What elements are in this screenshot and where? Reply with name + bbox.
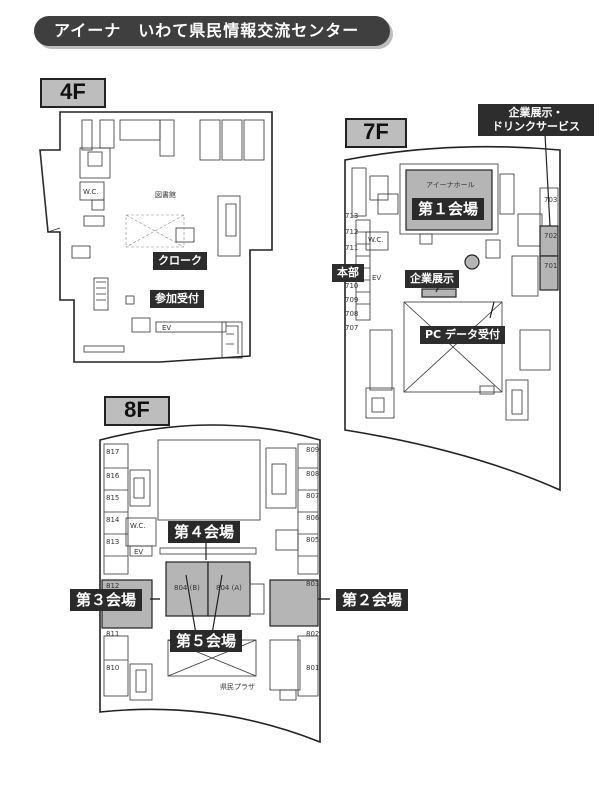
room-809: 809 [306,446,320,454]
room-710: 710 [345,282,359,290]
room-802: 802 [306,630,320,638]
floor-8f-plan [99,424,321,744]
exhibit-tag: 企業展示 [405,270,459,288]
aina-hall-label: アイーナホール [426,181,475,189]
room-811: 811 [106,630,120,638]
wc-label-7f: W.C. [368,236,384,244]
room-709: 709 [345,296,359,304]
room-817: 817 [106,448,120,456]
room-707: 707 [345,324,359,332]
room-713: 713 [345,212,359,220]
hq-tag: 本部 [332,264,364,282]
ev-label-4f: EV [162,324,172,332]
room-812: 812 [106,582,120,590]
exhibit-drink-note: 企業展示・ ドリンクサービス [478,104,594,136]
room-810: 810 [106,664,120,672]
ev-label-8f: EV [134,548,144,556]
hall-4-label: 第４会場 [168,521,241,543]
room-814: 814 [106,516,120,524]
room-712: 712 [345,228,359,236]
room-816: 816 [106,472,120,480]
ev-label-7f: EV [372,274,382,282]
room-711: 711 [345,244,359,252]
hall-3-label: 第３会場 [70,589,143,611]
room-813: 813 [106,538,120,546]
room-804b: 804 (B) [174,584,200,592]
floor-label-4f: 4F [40,78,106,108]
hall-5-label: 第５会場 [170,630,243,652]
wc-label-4f: W.C. [83,188,99,196]
room-801: 801 [306,664,320,672]
room-703: 703 [544,196,558,204]
wc-label-8f: W.C. [130,522,146,530]
prefectural-plaza-label: 県民プラザ [220,683,255,691]
cloak-tag: クローク [153,252,207,270]
room-807: 807 [306,492,320,500]
room-702: 702 [544,232,558,240]
room-708: 708 [345,310,359,318]
library-label: 図書館 [155,191,176,199]
pc-data-reception-tag: PC データ受付 [420,326,505,344]
room-805: 805 [306,536,320,544]
room-701: 701 [544,262,558,270]
reception-tag: 参加受付 [150,290,204,308]
hall-1-label: 第１会場 [412,198,485,220]
room-815: 815 [106,494,120,502]
hall-2-label: 第２会場 [336,589,409,611]
floor-label-7f: 7F [345,118,407,148]
room-803: 803 [306,580,320,588]
floor-label-8f: 8F [104,396,170,426]
room-808: 808 [306,470,320,478]
room-806: 806 [306,514,320,522]
floor-4f-plan [39,111,273,363]
page-title-banner: アイーナ いわて県民情報交流センター [34,16,390,46]
room-804a: 804 (A) [216,584,242,592]
